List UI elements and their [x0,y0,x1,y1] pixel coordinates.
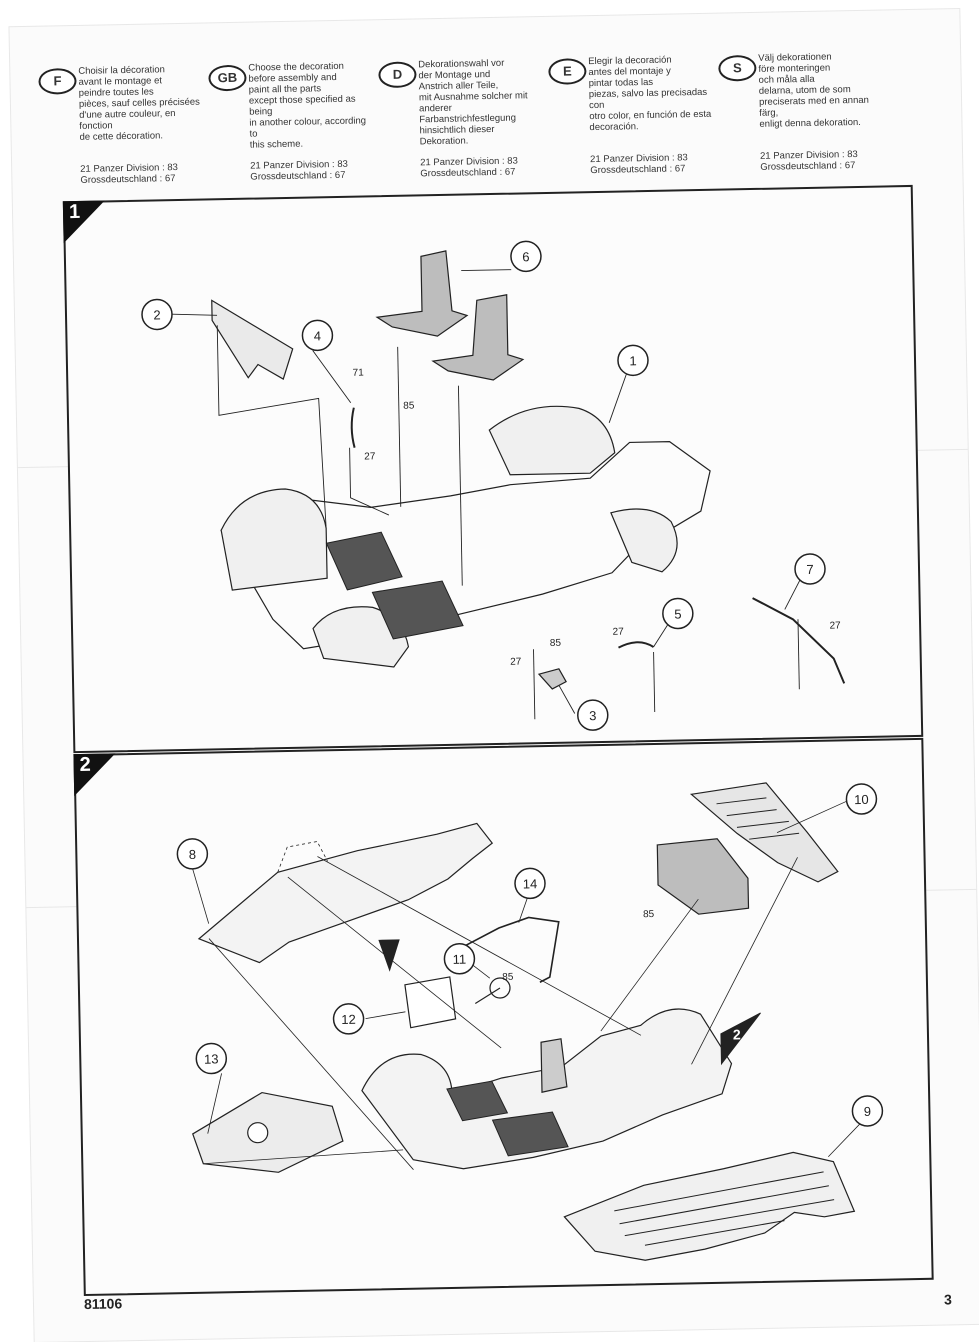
svg-text:13: 13 [204,1051,219,1066]
lang-text: Elegir la decoración antes del montaje y… [588,54,712,134]
paint-code: 27 [829,620,841,631]
part-11-steering-wheel [489,977,511,999]
seats [375,250,525,381]
part-3-bracket [537,668,567,690]
part-4-rod [350,407,356,448]
instruction-sheet: F Choisir la décoration avant le montage… [9,9,979,1342]
rear-bench-seat [656,838,750,915]
step-number: 1 [68,200,81,224]
lang-badge: D [378,61,417,89]
svg-text:8: 8 [189,847,197,862]
lang-text: Choisir la décoration avant le montage e… [78,64,200,143]
ref-step-label: 2 [733,1026,741,1042]
arrow-markers [378,939,761,1066]
svg-text:6: 6 [522,249,530,264]
kit-number: 81106 [83,1295,123,1313]
paint-code: 27 [613,627,625,638]
paint-code: 85 [403,401,415,412]
svg-text:2: 2 [153,307,161,322]
paint-code: 71 [353,367,365,378]
callout-4: 4 [301,319,334,352]
callouts: 8 10 14 11 12 13 9 [176,783,884,1127]
svg-text:4: 4 [314,328,322,343]
part-7-bar [752,597,846,684]
svg-text:9: 9 [864,1104,872,1119]
callout-9: 9 [851,1095,884,1127]
svg-text:11: 11 [453,952,467,967]
part-14-frame [458,916,560,983]
svg-text:12: 12 [341,1012,356,1027]
svg-text:3: 3 [589,708,597,723]
callout-5: 5 [662,597,694,630]
lang-block-f: F Choisir la décoration avant le montage… [38,64,203,186]
front-fender [488,405,616,476]
lang-badge: E [548,58,587,85]
paint-code: 27 [510,657,522,668]
lang-text: Choose the decoration before assembly an… [248,60,367,151]
part-8-side-panel [197,822,494,964]
callout-2: 2 [141,298,173,331]
paint-code: 85 [550,638,562,649]
callouts: 2 4 6 1 5 7 3 [141,240,826,731]
part-9-side-panel [563,1151,856,1261]
lang-text: Dekorationswahl vor der Montage und Anst… [418,57,528,148]
lang-badge: GB [208,64,247,92]
paint-code: 85 [502,972,514,983]
callout-12: 12 [332,1003,365,1035]
right-fender [610,508,678,573]
paint-code: 27 [364,451,376,462]
callout-11: 11 [443,943,476,975]
lang-decoration-codes: 21 Panzer Division : 83 Grossdeutschland… [759,148,858,173]
svg-text:14: 14 [523,876,538,891]
lang-decoration-codes: 21 Panzer Division : 83 Grossdeutschland… [80,162,178,186]
rear-fender [220,488,328,591]
callout-13: 13 [195,1042,228,1075]
step-1-diagram: 2 4 6 1 5 7 3 71 27 85 27 85 27 27 [141,240,846,731]
callout-3: 3 [577,699,609,731]
lang-block-e: E Elegir la decoración antes del montaje… [548,54,713,176]
down-arrow-icon [378,939,400,972]
callout-6: 6 [510,240,542,273]
step-number: 2 [79,753,91,777]
floor-grille [325,531,464,640]
step-2-ref-flag [720,1012,761,1066]
language-instructions: F Choisir la décoration avant le montage… [38,50,920,197]
paint-code: 85 [643,909,655,920]
lang-decoration-codes: 21 Panzer Division : 83 Grossdeutschland… [590,152,688,177]
step-2-diagram: 2 8 10 14 11 12 13 9 85 85 [176,782,884,1261]
lang-decoration-codes: 21 Panzer Division : 83 Grossdeutschland… [250,158,348,183]
svg-text:7: 7 [806,562,814,577]
deck-slots [716,797,800,840]
svg-text:5: 5 [674,606,682,621]
part-5-piece [618,641,655,649]
callout-10: 10 [845,783,878,815]
svg-text:1: 1 [629,353,637,368]
side-grille-lines [614,1171,835,1246]
callout-1: 1 [617,344,649,377]
lang-block-s: S Välj dekorationen före monteringen och… [718,50,883,173]
step-2-panel: 2 [73,737,934,1297]
lower-fender [312,606,410,668]
lang-block-gb: GB Choose the decoration before assembly… [208,60,373,183]
callout-14: 14 [514,867,546,900]
floor-grille [446,1080,569,1157]
lang-decoration-codes: 21 Panzer Division : 83 Grossdeutschland… [420,155,518,180]
svg-text:10: 10 [854,792,869,807]
seat-installed [540,1038,568,1093]
page-number: 3 [943,1291,953,1308]
lang-block-d: D Dekorationswahl vor der Montage und An… [378,57,543,179]
lang-badge: F [38,67,77,95]
paint-codes: 71 27 85 27 85 27 27 [353,367,842,668]
step-1-panel: 1 [62,184,924,754]
lang-text: Välj dekorationen före monteringen och m… [758,51,869,130]
callout-8: 8 [176,838,209,870]
callout-7: 7 [794,553,826,585]
lang-badge: S [718,54,757,82]
part-10-rear-deck [689,782,839,883]
paint-codes: 85 85 [502,909,655,983]
part-2-panel [211,299,294,380]
part-12-panel [404,976,457,1029]
